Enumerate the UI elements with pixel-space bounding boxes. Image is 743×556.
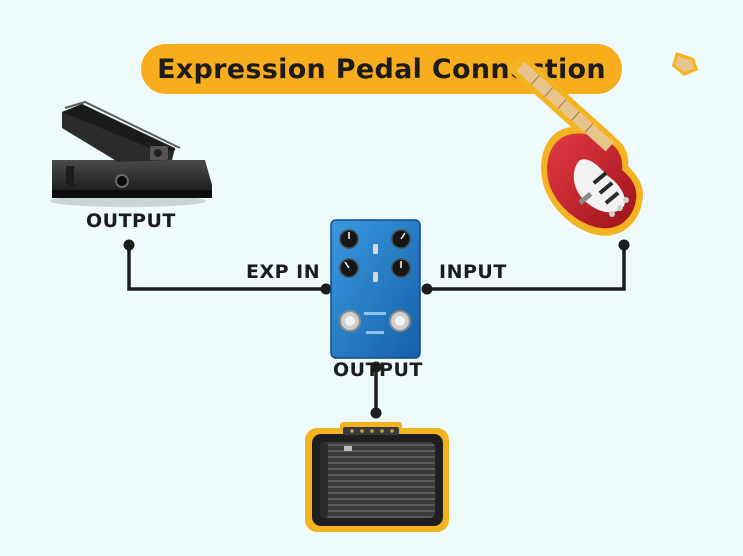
amplifier-icon	[305, 422, 449, 532]
input-cable	[427, 246, 626, 291]
exp-output-dot	[123, 239, 135, 251]
effect-pedal-icon	[330, 219, 421, 359]
guitar-output-dot	[618, 239, 630, 251]
main-output-dot-top	[370, 361, 382, 373]
connection-lines	[127, 246, 626, 413]
input-label: INPUT	[439, 261, 507, 283]
main-output-label: OUTPUT	[333, 359, 423, 381]
input-dot	[421, 283, 433, 295]
amp-input-dot	[370, 407, 382, 419]
guitar-icon	[509, 52, 698, 236]
pedal-knobs	[339, 229, 411, 278]
exp-output-label: OUTPUT	[86, 210, 176, 232]
exp-in-label: EXP IN	[246, 261, 321, 283]
expression-pedal-icon	[50, 100, 212, 207]
exp-cable	[127, 246, 326, 291]
exp-in-dot	[320, 283, 332, 295]
connection-dots	[123, 239, 630, 419]
